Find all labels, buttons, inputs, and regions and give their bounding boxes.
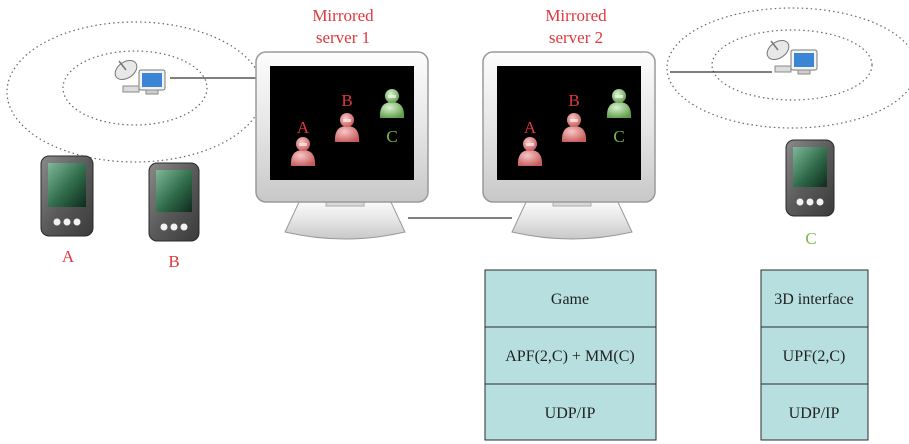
client-c-label: C <box>805 229 816 248</box>
pda-icon <box>785 139 835 217</box>
server-2-player-b: B <box>568 91 579 110</box>
server-2-player-a: A <box>524 118 537 137</box>
avatar-icon <box>290 137 316 166</box>
server-2-title-line1: Mirrored <box>545 6 607 25</box>
pda-icon <box>148 162 200 242</box>
avatar-icon <box>561 113 587 142</box>
server-stack-layer-transport: UDP/IP <box>545 405 596 422</box>
wireless-access-point-icon <box>114 59 166 95</box>
server-1-title-line2: server 1 <box>316 28 370 47</box>
server-1-player-b: B <box>341 91 352 110</box>
server-protocol-stack: Game APF(2,C) + MM(C) UDP/IP <box>484 269 657 441</box>
server-stack-layer-game: Game <box>551 291 589 308</box>
server-1-player-a: A <box>297 118 310 137</box>
monitor-icon <box>255 51 429 240</box>
avatar-icon <box>606 89 632 118</box>
avatar-icon <box>334 113 360 142</box>
client-stack-layer-transport: UDP/IP <box>789 405 840 422</box>
client-stack-layer-interface: 3D interface <box>774 291 854 308</box>
pda-icon <box>40 155 94 237</box>
server-2-player-c: C <box>613 127 624 146</box>
wireless-range-right <box>666 7 909 129</box>
avatar-icon <box>379 89 405 118</box>
client-b-label: B <box>168 252 179 271</box>
network-links <box>170 71 772 219</box>
client-stack-layer-upf: UPF(2,C) <box>783 348 846 365</box>
avatar-icon <box>517 137 543 166</box>
wireless-access-point-icon <box>766 39 818 75</box>
client-protocol-stack: 3D interface UPF(2,C) UDP/IP <box>760 269 869 441</box>
server-stack-layer-apf: APF(2,C) + MM(C) <box>505 348 634 365</box>
server-1-player-c: C <box>386 127 397 146</box>
server-2-title-line2: server 2 <box>549 28 603 47</box>
monitor-icon <box>482 51 656 240</box>
client-a-label: A <box>62 247 75 266</box>
server-1-title-line1: Mirrored <box>312 6 374 25</box>
